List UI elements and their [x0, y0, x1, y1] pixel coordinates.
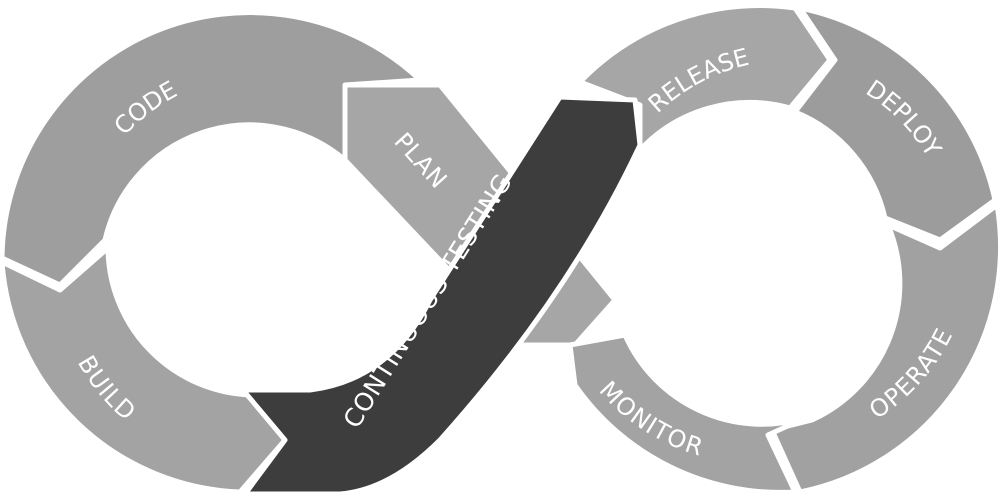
stage-code-segment — [0, 10, 423, 288]
continuous-testing-arrow — [240, 94, 643, 497]
stage-release-segment — [577, 3, 833, 153]
stage-monitor-segment — [567, 332, 808, 495]
stage-operate-segment — [769, 202, 1000, 495]
stage-build-segment — [0, 245, 288, 495]
stage-deploy-segment — [792, 5, 998, 243]
